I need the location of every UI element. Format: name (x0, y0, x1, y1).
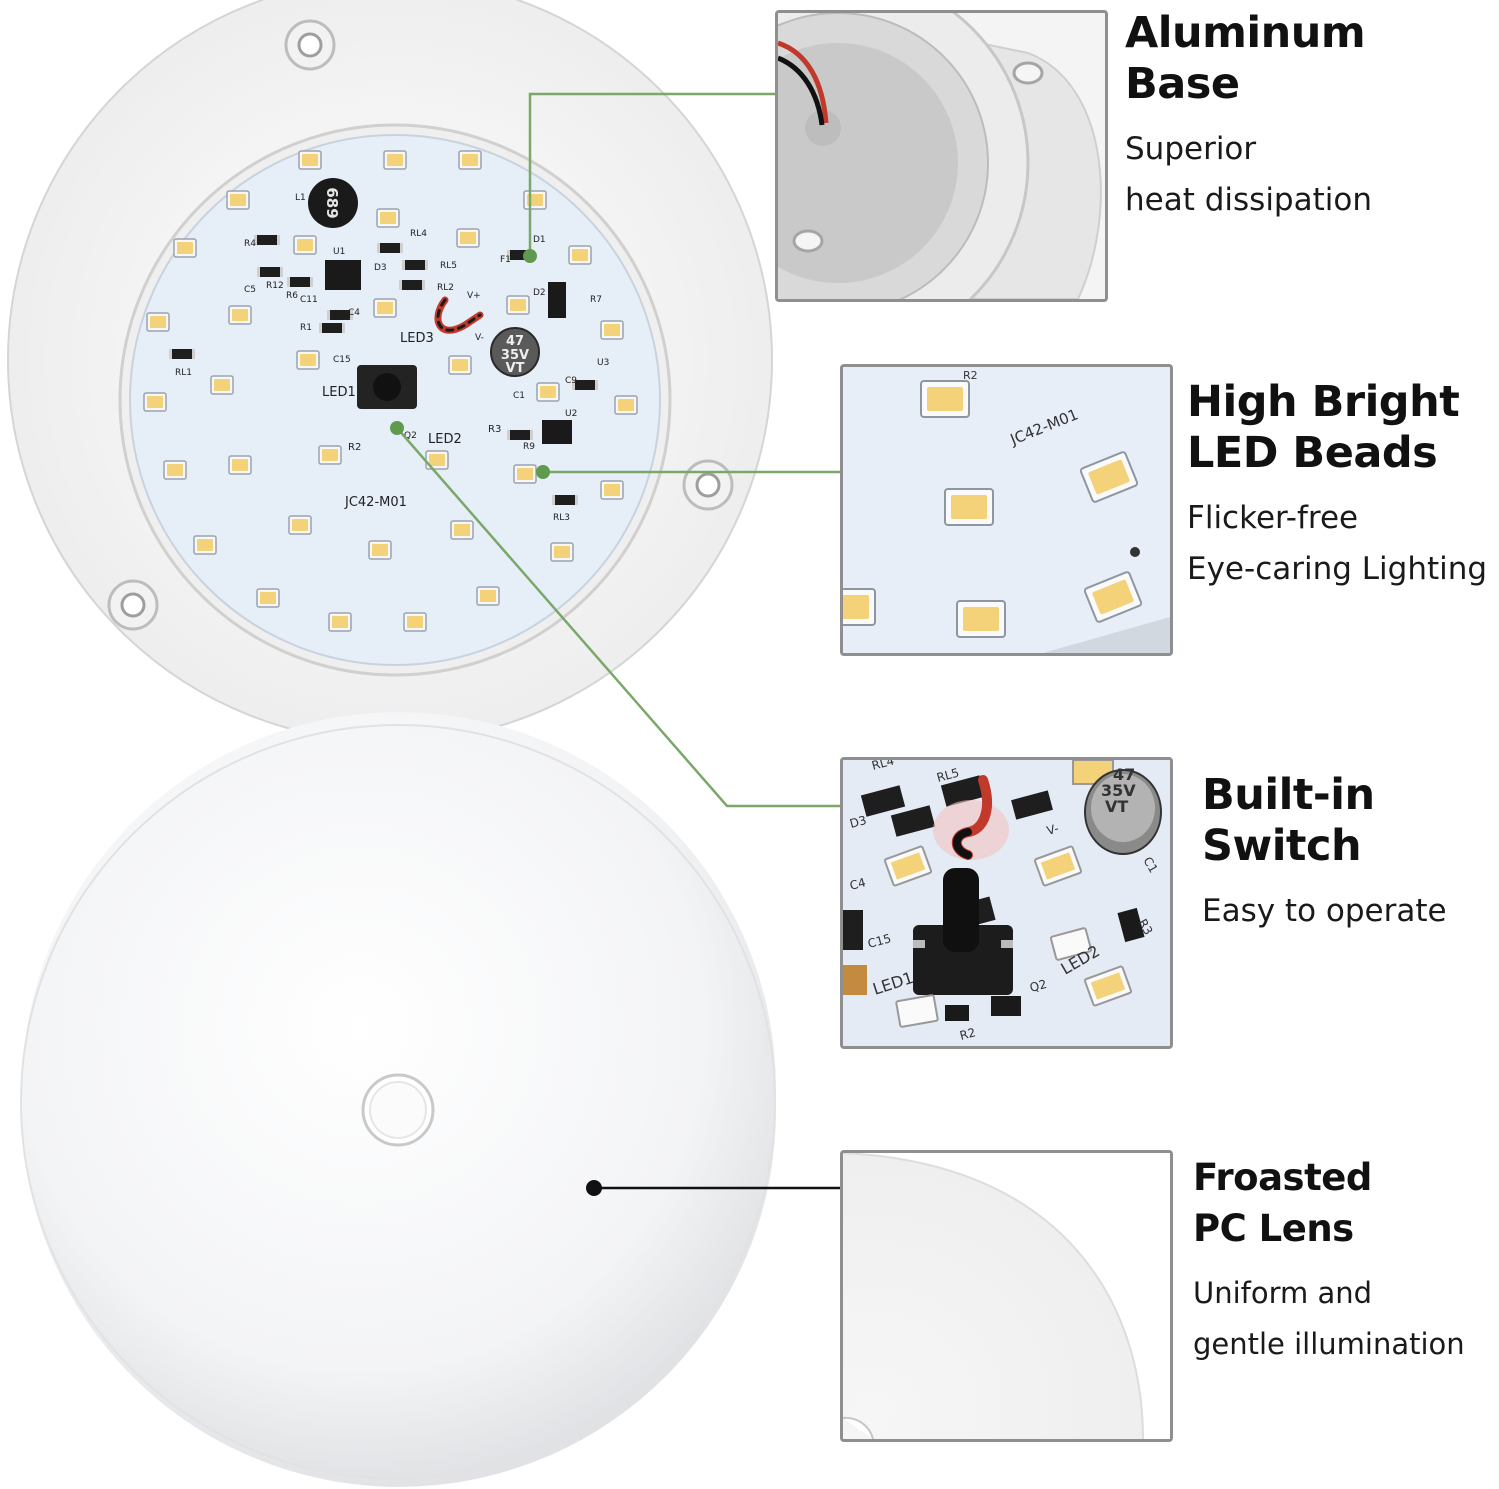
label-led3: LED3 (400, 331, 434, 346)
label-r1: R1 (300, 323, 312, 333)
label-rl4: RL4 (410, 229, 427, 239)
switch-closeup: 47 35V VT LED1 LED2 C15 R2 Q2 R3 C1 D3 C… (843, 760, 1170, 1046)
label-u1: U1 (333, 247, 345, 257)
feature-desc-line: heat dissipation (1125, 182, 1372, 218)
feature-pc-lens: Froasted PC Lens Uniform and gentle illu… (1193, 1152, 1465, 1370)
label-u2: U2 (565, 409, 577, 419)
feature-description: Superior heat dissipation (1125, 124, 1372, 226)
label-rl2: RL2 (437, 283, 454, 293)
feature-title: Aluminum Base (1125, 8, 1372, 110)
capacitor-label-1: 47 (506, 334, 524, 349)
feature-description: Uniform and gentle illumination (1193, 1268, 1465, 1370)
label-c4: C4 (348, 308, 360, 318)
label-c5: C5 (244, 285, 256, 295)
switch-panel-r2-label: R2 (958, 1025, 977, 1043)
feature-title-line: High Bright (1187, 377, 1460, 427)
feature-title: Built-in Switch (1202, 770, 1447, 872)
aluminum-base-closeup (778, 13, 1105, 299)
label-vplus: V+ (467, 291, 481, 301)
label-rl1: RL1 (175, 368, 192, 378)
label-r6: R6 (286, 291, 298, 301)
feature-title: Froasted PC Lens (1193, 1152, 1465, 1254)
label-r2: R2 (348, 442, 361, 453)
label-l1: L1 (295, 193, 306, 203)
led-panel-r2-label: R2 (963, 369, 978, 382)
label-f1: F1 (500, 255, 511, 265)
led-beads-detail-panel: JC42-M01 R2 (840, 364, 1173, 656)
feature-title: High Bright LED Beads (1187, 377, 1487, 479)
feature-desc-line: Eye-caring Lighting (1187, 551, 1488, 587)
label-q2: Q2 (404, 431, 417, 441)
switch-panel-c1-label: C1 (1140, 855, 1160, 876)
switch-detail-panel: 47 35V VT LED1 LED2 C15 R2 Q2 R3 C1 D3 C… (840, 757, 1173, 1049)
label-d3: D3 (374, 263, 387, 273)
switch-panel-c15-label: C15 (866, 931, 892, 951)
feature-desc-line: Superior (1125, 131, 1257, 167)
label-rl5: RL5 (440, 261, 457, 271)
feature-desc-line: Uniform and (1193, 1276, 1373, 1310)
feature-title-line: PC Lens (1193, 1207, 1354, 1250)
feature-title-line: Aluminum (1125, 8, 1366, 58)
switch-panel-c4-label: C4 (848, 875, 867, 893)
switch-panel-capacitor-3: VT (1105, 797, 1128, 816)
label-u3: U3 (597, 358, 609, 368)
label-r9: R9 (523, 442, 535, 452)
led-beads-closeup: JC42-M01 R2 (843, 367, 1170, 653)
pc-lens-detail-panel (840, 1150, 1173, 1442)
feature-desc-line: Flicker-free (1187, 500, 1359, 536)
label-rl3: RL3 (553, 513, 570, 523)
feature-aluminum-base: Aluminum Base Superior heat dissipation (1125, 8, 1372, 226)
switch-panel-capacitor-2: 35V (1101, 781, 1136, 800)
label-r12: R12 (266, 281, 284, 291)
label-d1: D1 (533, 235, 546, 245)
switch-panel-capacitor-1: 47 (1113, 765, 1135, 784)
feature-description: Easy to operate (1202, 886, 1447, 937)
callout-lines (390, 92, 842, 1196)
led-circuit-board: 689 47 35V VT LED3 LED1 LED2 R2 R3 Q2 U1… (129, 134, 661, 666)
feature-desc-line: gentle illumination (1193, 1327, 1465, 1361)
feature-title-line: Froasted (1193, 1156, 1372, 1199)
feature-built-in-switch: Built-in Switch Easy to operate (1202, 770, 1447, 937)
feature-description: Flicker-free Eye-caring Lighting (1187, 493, 1487, 595)
label-r3: R3 (488, 424, 501, 435)
label-c1: C1 (513, 391, 525, 401)
label-c9: C9 (565, 376, 577, 386)
inductor-label: 689 (323, 187, 341, 218)
label-r7: R7 (590, 295, 602, 305)
feature-led-beads: High Bright LED Beads Flicker-free Eye-c… (1187, 377, 1487, 595)
label-led2: LED2 (428, 432, 462, 447)
label-c11: C11 (300, 295, 318, 305)
label-d2: D2 (533, 288, 546, 298)
label-vminus: V- (475, 333, 484, 343)
pc-lens-dome (20, 712, 776, 1487)
feature-desc-line: Easy to operate (1202, 893, 1447, 929)
label-led1: LED1 (322, 385, 356, 400)
board-model-label: JC42-M01 (344, 495, 407, 510)
switch-panel-d3-label: D3 (848, 813, 868, 831)
label-r4: R4 (244, 239, 256, 249)
feature-title-line: Base (1125, 59, 1240, 109)
label-c15: C15 (333, 355, 351, 365)
switch-panel-r3-label: R3 (1135, 917, 1155, 938)
capacitor-label-2: 35V (501, 348, 529, 363)
feature-title-line: Built-in (1202, 770, 1375, 820)
switch-panel-rl5-label: RL5 (935, 766, 961, 785)
aluminum-base-detail-panel (775, 10, 1108, 302)
switch-panel-q2-label: Q2 (1028, 977, 1048, 995)
switch-panel-vminus-label: V- (1045, 821, 1060, 838)
pc-lens-closeup (843, 1153, 1170, 1439)
capacitor-label-3: VT (506, 361, 525, 376)
feature-title-line: Switch (1202, 821, 1362, 871)
feature-title-line: LED Beads (1187, 428, 1438, 478)
